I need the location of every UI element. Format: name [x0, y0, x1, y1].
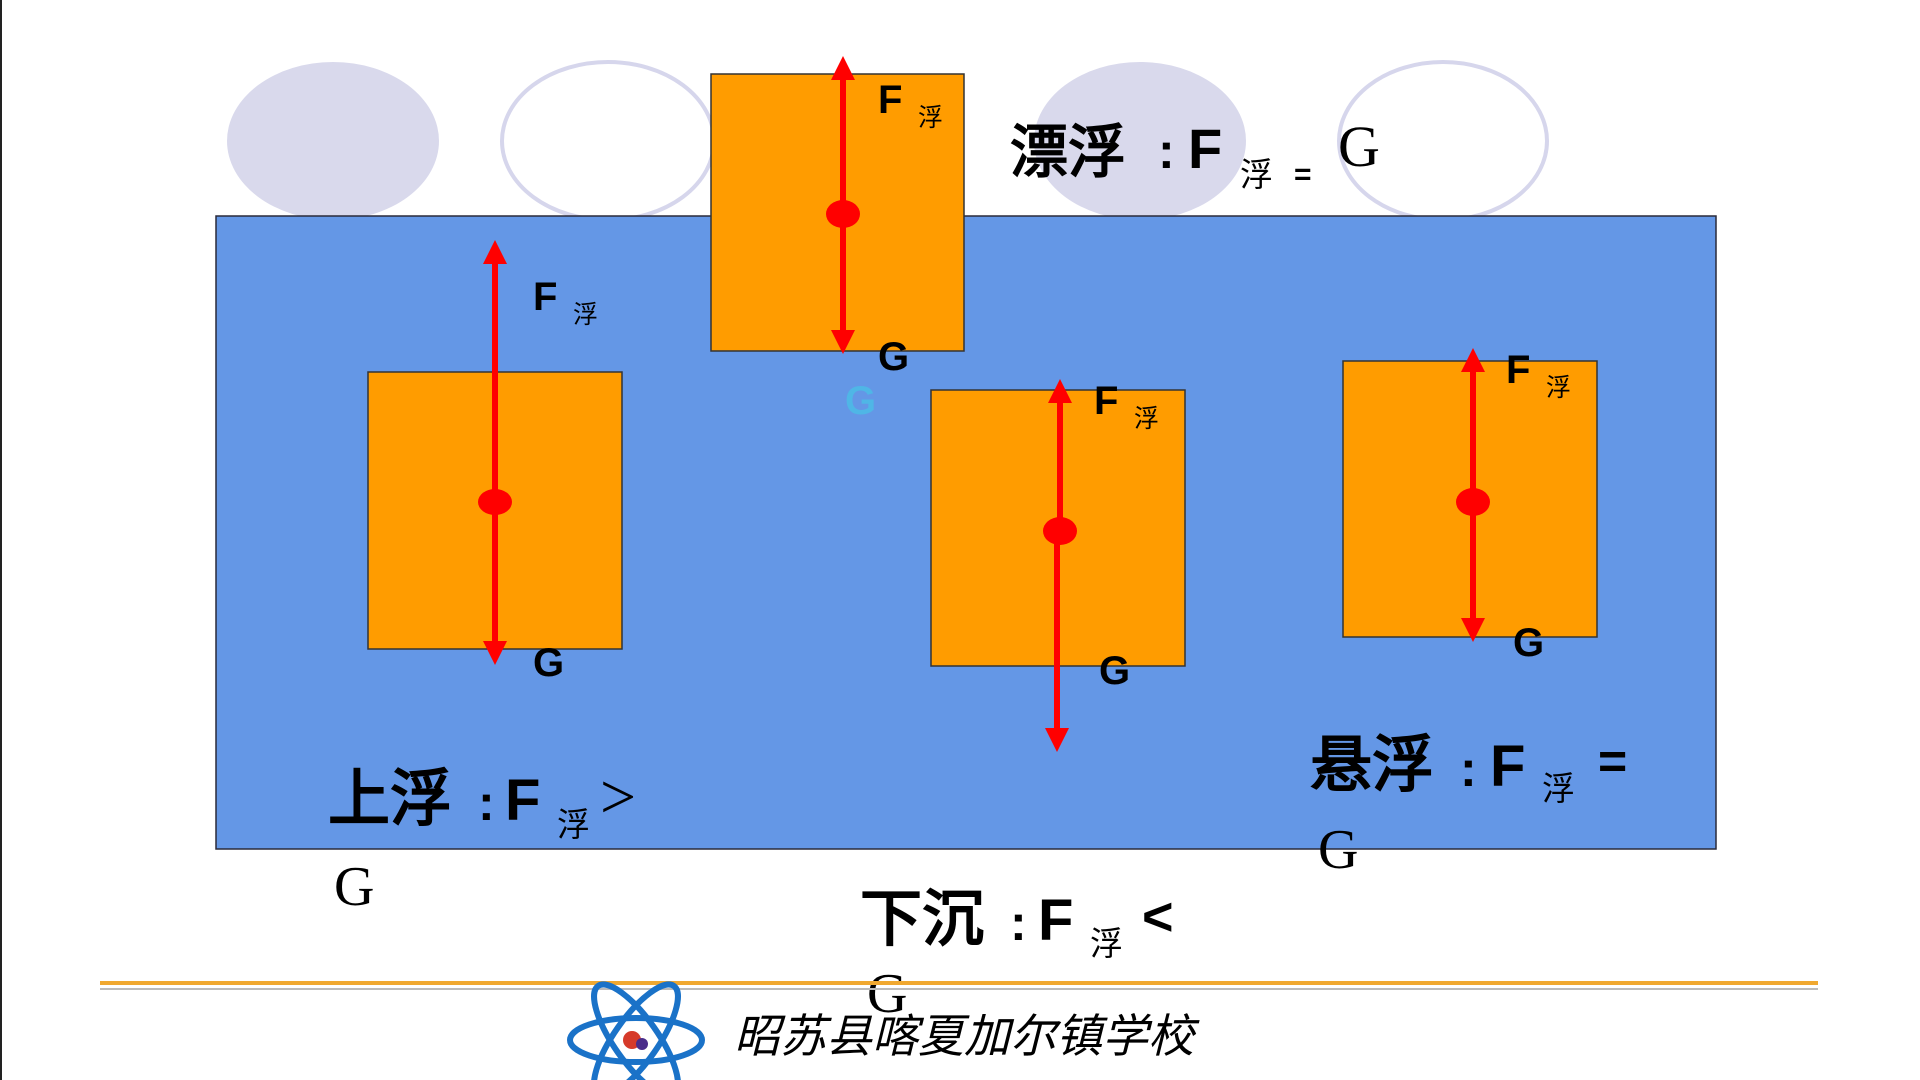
suspended-F-label: F — [1506, 348, 1530, 392]
suspended-formula: 悬浮 : F 浮 = G — [1310, 728, 1627, 881]
sinking-state-name: 下沉 — [860, 882, 984, 955]
suspended-colon: : — [1460, 741, 1477, 797]
sinking-G-label: G — [1099, 649, 1130, 693]
ellipse-3 — [1034, 62, 1246, 220]
floating-F-sub: 浮 — [918, 103, 943, 132]
rising-colon: : — [478, 775, 495, 831]
ghost-G-label: G — [845, 379, 876, 423]
sinking-center-dot — [1043, 517, 1077, 545]
force-labels: F 浮 G G F 浮 G F 浮 G F 浮 G — [533, 78, 1571, 693]
rising-center-dot — [478, 489, 512, 515]
sinking-colon: : — [1010, 895, 1027, 951]
suspended-F: F — [1490, 734, 1525, 799]
sinking-F-sub: 浮 — [1134, 404, 1159, 433]
suspended-center-dot — [1456, 488, 1490, 516]
floating-colon: : — [1158, 123, 1175, 179]
rising-sub: 浮 — [557, 805, 590, 844]
floating-F-label: F — [878, 78, 902, 122]
rising-F-label: F — [533, 275, 557, 319]
floating-formula: 漂浮 : F 浮 = G — [1010, 114, 1380, 194]
sinking-relation: < — [1142, 887, 1174, 947]
sinking-formula: 下沉 : F 浮 < G — [860, 882, 1174, 1025]
floating-G-label: G — [878, 335, 909, 379]
suspended-sub: 浮 — [1542, 769, 1575, 808]
rising-G-label: G — [533, 641, 564, 685]
suspended-F-sub: 浮 — [1546, 373, 1571, 402]
school-name: 昭苏县喀夏加尔镇学校 — [734, 1009, 1200, 1063]
floating-center-dot — [826, 200, 860, 228]
suspended-G-label: G — [1513, 621, 1544, 665]
decorative-ellipses — [227, 60, 1549, 222]
sinking-G: G — [867, 963, 907, 1025]
ellipse-1 — [227, 62, 439, 220]
suspended-G: G — [1318, 819, 1358, 881]
rising-G: G — [334, 856, 374, 918]
sinking-sub: 浮 — [1090, 924, 1123, 963]
suspended-relation: = — [1598, 733, 1627, 789]
sinking-F-label: F — [1094, 379, 1118, 423]
ellipse-2 — [500, 60, 716, 222]
force-arrows — [478, 56, 1490, 752]
rising-F-sub: 浮 — [573, 300, 598, 329]
suspended-state-name: 悬浮 — [1310, 728, 1434, 801]
rising-relation: > — [600, 761, 636, 832]
sinking-F: F — [1038, 888, 1073, 953]
floating-sub: 浮 — [1240, 155, 1273, 194]
atom-logo-icon — [567, 981, 705, 1080]
rising-formula: 上浮 : F 浮 > G — [328, 761, 636, 918]
floating-state-name: 漂浮 — [1010, 118, 1126, 186]
rising-state-name: 上浮 — [328, 762, 452, 835]
floating-F: F — [1188, 117, 1222, 180]
floating-G: G — [1338, 114, 1380, 179]
rising-F: F — [505, 768, 540, 833]
floating-relation: = — [1294, 158, 1312, 191]
